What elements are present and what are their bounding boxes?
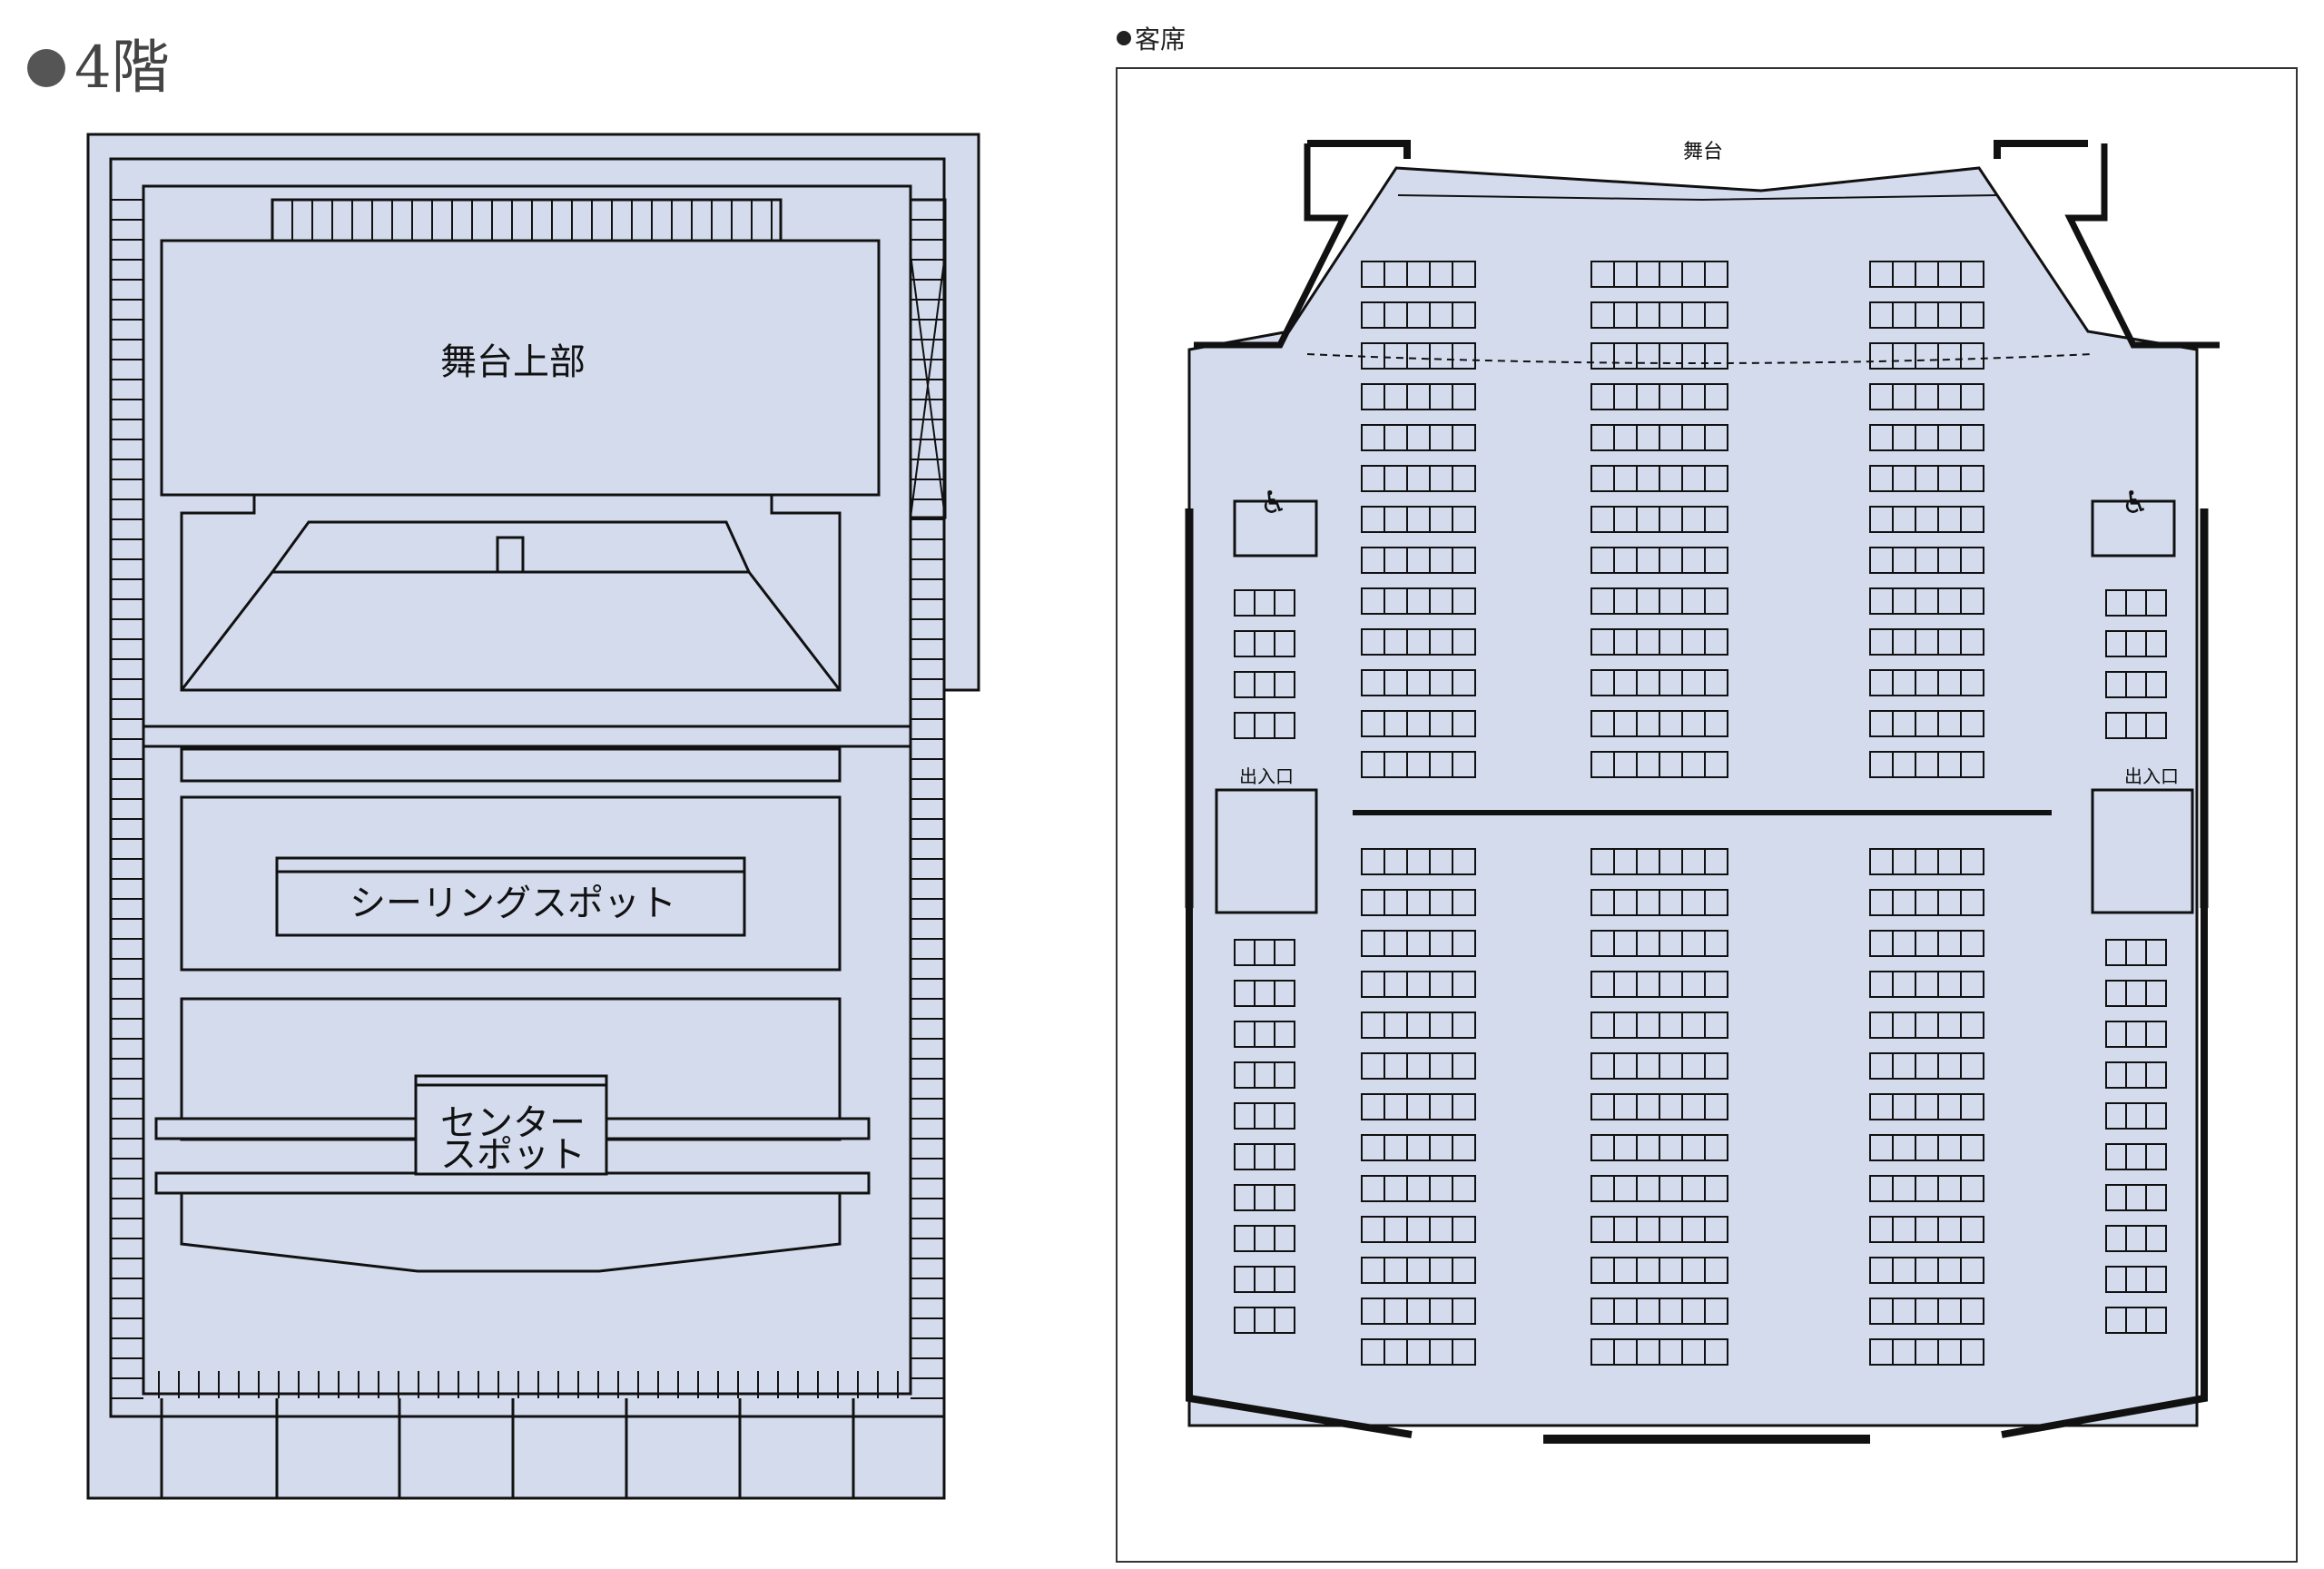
floor-title-text: 4階 — [74, 35, 170, 102]
seating-caption-text: 客席 — [1135, 25, 1187, 54]
entrance-label-left: 出入口 — [1239, 765, 1294, 787]
stage-upper-label: 舞台上部 — [440, 341, 586, 383]
entrance-right — [2091, 788, 2194, 914]
fourth-floor-plan — [86, 133, 980, 1500]
floor-title: 4階 — [27, 27, 170, 109]
wheelchair-space-left — [1233, 499, 1318, 558]
bottom-rooms — [160, 1398, 855, 1498]
wheelchair-space-right — [2091, 499, 2176, 558]
stage-label: 舞台 — [1683, 141, 1723, 163]
entrance-left — [1215, 788, 1318, 914]
auditorium-floor — [1187, 166, 2199, 1427]
right-corridor-rails — [911, 199, 944, 1399]
left-corridor-rails — [111, 199, 143, 1399]
wheelchair-icon: ♿ — [2122, 485, 2149, 521]
entrance-label-right: 出入口 — [2124, 765, 2179, 787]
seat-blocks — [1234, 261, 2167, 1366]
seating-plan — [1185, 140, 2220, 1444]
ceiling-spot-room — [180, 795, 842, 972]
bullet-icon — [1117, 31, 1131, 45]
center-spot-label-line2: スポット — [440, 1134, 586, 1176]
center-spot-label-line1: センター — [440, 1102, 586, 1144]
seating-caption: 客席 — [1117, 20, 1186, 56]
bottom-corridor-rails — [158, 1371, 899, 1398]
wheelchair-icon: ♿ — [1260, 485, 1287, 521]
ceiling-spot-label: シーリングスポット — [350, 883, 676, 924]
bullet-icon — [27, 49, 65, 87]
stage-upper-area — [160, 239, 881, 497]
